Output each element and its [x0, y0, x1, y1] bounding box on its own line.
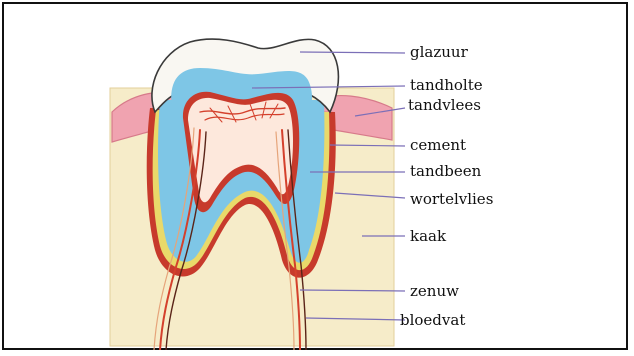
- label-zenuw: zenuw: [410, 284, 459, 299]
- label-tandholte: tandholte: [410, 78, 483, 93]
- label-tandbeen: tandbeen: [410, 164, 481, 179]
- label-tandvlees: tandvlees: [408, 98, 481, 113]
- label-bloedvat: bloedvat: [400, 313, 465, 328]
- label-cement: cement: [410, 138, 466, 153]
- label-wortelvlies: wortelvlies: [410, 192, 493, 207]
- label-kaak: kaak: [410, 229, 446, 244]
- label-glazuur: glazuur: [410, 45, 468, 60]
